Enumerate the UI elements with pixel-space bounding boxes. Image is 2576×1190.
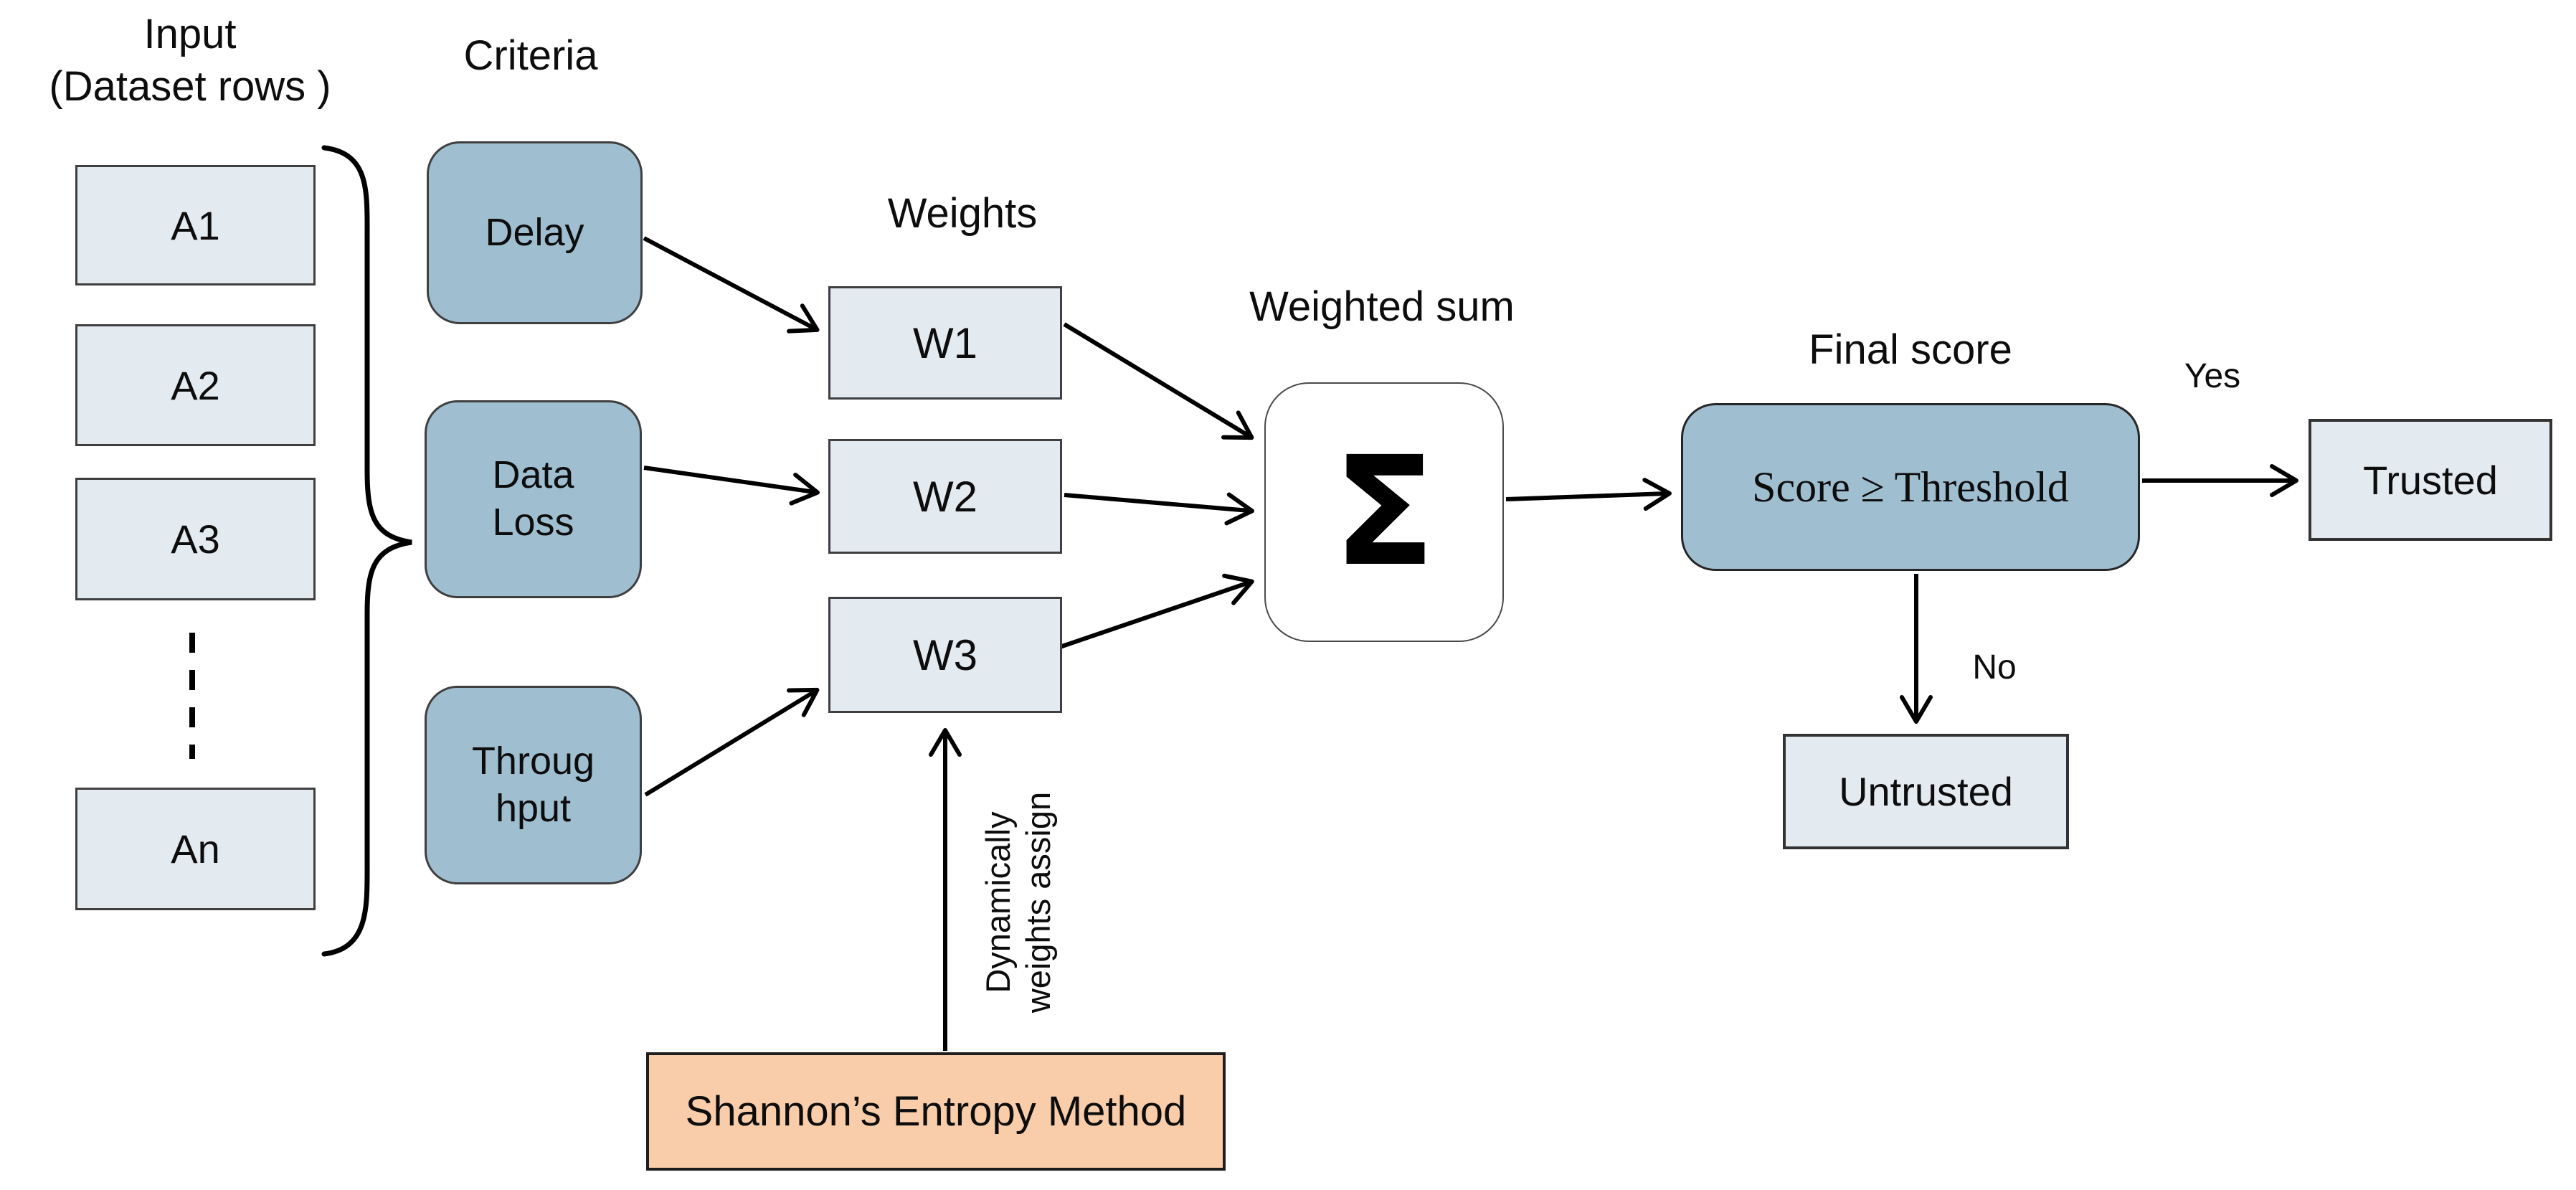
criteria-label-line: hput: [495, 786, 572, 830]
trusted-box: Trusted: [2309, 419, 2552, 541]
input-row-a2: A2: [75, 324, 316, 446]
weight-box-w1: W1: [828, 286, 1062, 400]
input-row-label: An: [171, 826, 220, 872]
criteria-label-line: Loss: [492, 501, 574, 544]
input-row-label: A1: [171, 202, 220, 248]
dynamic-weights-note-line2: weights assign: [1019, 791, 1057, 1014]
final-score-title: Final score: [1809, 326, 2012, 373]
arrow-throughput-to-w3: [644, 687, 820, 797]
weights-title: Weights: [887, 190, 1038, 237]
arrow-delay-to-w1: [643, 236, 820, 334]
sigma-symbol: Σ: [1332, 424, 1436, 600]
criteria-label-line: Throug: [471, 739, 595, 783]
weight-label: W1: [913, 318, 977, 367]
trusted-label: Trusted: [2363, 457, 2498, 503]
arrow-w3-to-sigma: [1059, 573, 1254, 649]
criteria-label-line: Delay: [485, 210, 584, 254]
arrow-w2-to-sigma: [1064, 492, 1254, 526]
weight-box-w2: W2: [828, 439, 1062, 554]
score-threshold-box: Score ≥ Threshold: [1681, 403, 2140, 571]
weight-label: W3: [913, 631, 977, 679]
criteria-title: Criteria: [463, 32, 598, 79]
input-title-line1: Input: [143, 11, 237, 57]
arrow-dataloss-to-w2: [643, 466, 820, 506]
arrow-w1-to-sigma: [1063, 322, 1254, 440]
input-row-a1: A1: [75, 165, 316, 285]
criteria-label-line: Data: [492, 453, 574, 497]
shannon-entropy-label: Shannon’s Entropy Method: [685, 1088, 1187, 1135]
input-row-an: An: [75, 788, 316, 910]
criteria-box-data-loss: Data Loss: [425, 400, 642, 598]
dynamic-weights-note-line1: Dynamically: [979, 811, 1017, 993]
arrow-sigma-to-score: [1505, 478, 1672, 511]
untrusted-box: Untrusted: [1783, 734, 2069, 849]
input-group-brace: [321, 145, 412, 957]
weighted-sum-title: Weighted sum: [1249, 283, 1515, 330]
weight-box-w3: W3: [828, 597, 1062, 713]
input-row-label: A3: [171, 516, 220, 562]
input-row-label: A2: [171, 362, 220, 408]
criteria-box-delay: Delay: [427, 141, 643, 324]
no-label: No: [1972, 648, 2017, 686]
input-row-a3: A3: [75, 478, 316, 600]
yes-label: Yes: [2184, 357, 2241, 395]
input-title-line2: (Dataset rows ): [49, 62, 331, 110]
untrusted-label: Untrusted: [1839, 769, 2013, 814]
shannon-entropy-box: Shannon’s Entropy Method: [646, 1052, 1226, 1171]
input-title: Input (Dataset rows ): [14, 9, 366, 113]
score-threshold-condition: Score ≥ Threshold: [1752, 463, 2069, 511]
criteria-box-throughput: Throug hput: [425, 686, 642, 884]
sigma-box: Σ: [1264, 382, 1504, 642]
weight-label: W2: [913, 472, 977, 521]
dynamic-weights-note: Dynamically weights assign: [978, 737, 1064, 1067]
